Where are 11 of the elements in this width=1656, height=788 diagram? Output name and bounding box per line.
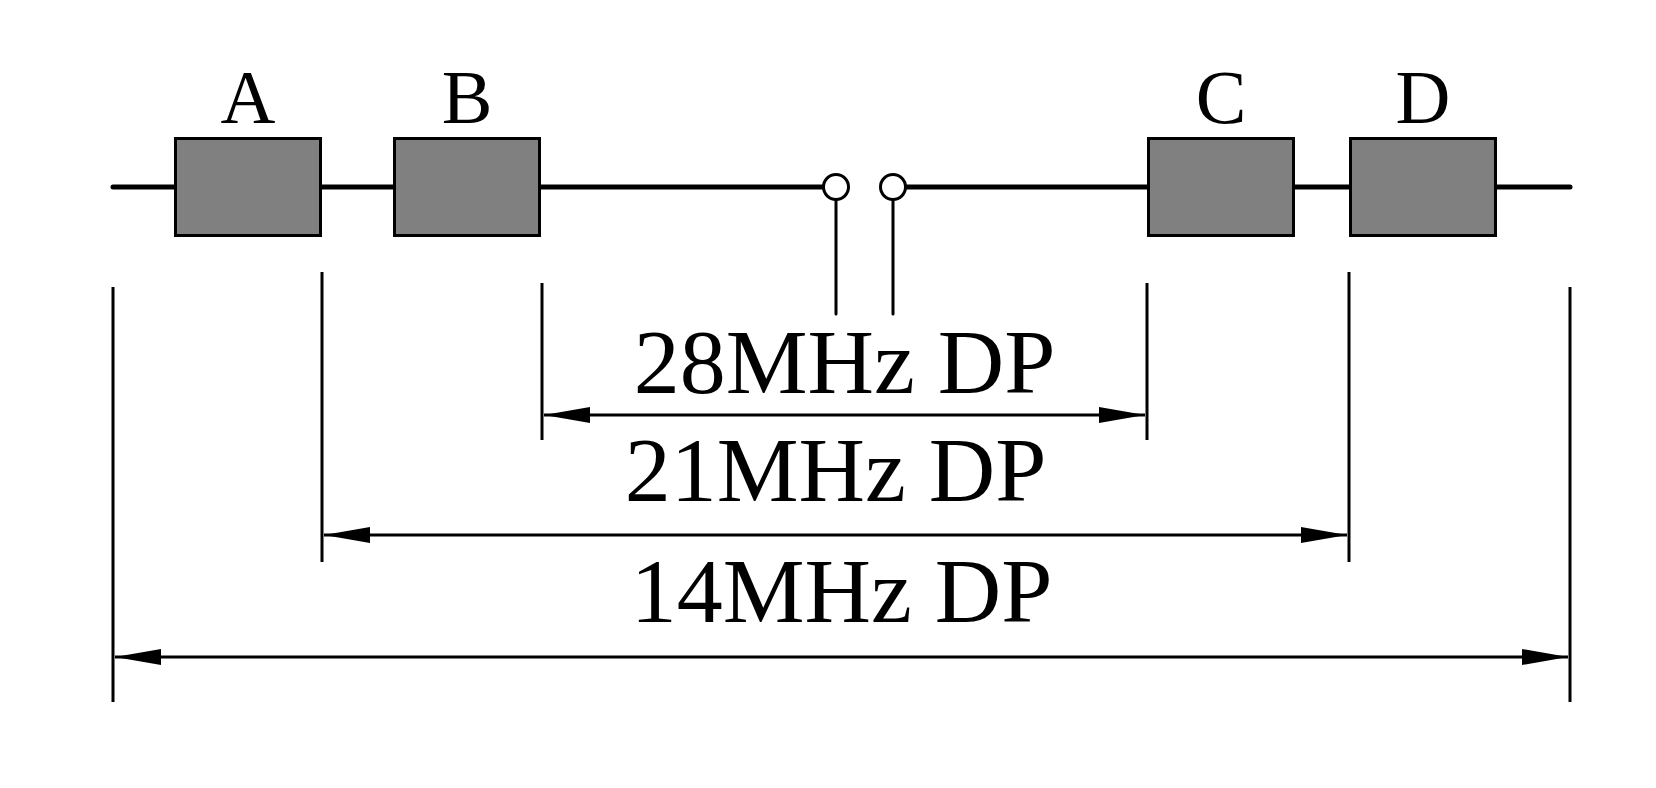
trap-label: A xyxy=(220,59,276,135)
terminal-circle xyxy=(822,173,850,201)
trap-label: C xyxy=(1195,59,1247,135)
wire xyxy=(834,199,838,316)
trap-label: B xyxy=(441,59,493,135)
dimension-label: 14MHz DP xyxy=(630,545,1053,637)
dimension-label: 28MHz DP xyxy=(633,316,1056,408)
terminal-circle xyxy=(879,173,907,201)
dimension-label: 21MHz DP xyxy=(624,424,1047,516)
wire xyxy=(891,199,895,316)
trap-label: D xyxy=(1395,59,1451,135)
